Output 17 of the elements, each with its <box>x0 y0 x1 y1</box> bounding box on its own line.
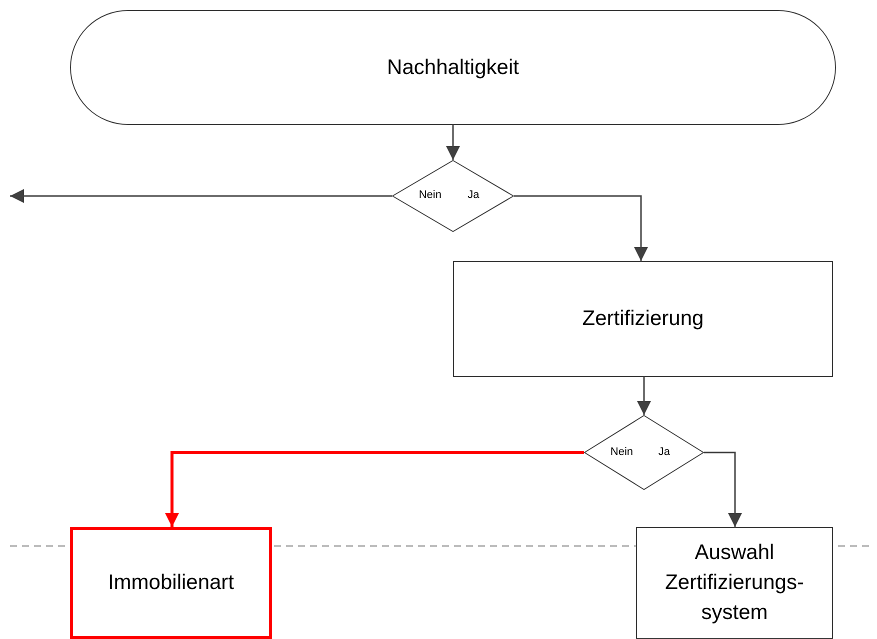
node-label: Zertifizierung <box>582 306 704 332</box>
process-box <box>70 527 272 639</box>
process-box <box>453 261 833 377</box>
arrow <box>446 125 460 160</box>
arrow <box>637 377 651 415</box>
arrow <box>704 452 742 527</box>
no-label: Nein <box>418 189 442 201</box>
arrow <box>165 451 584 527</box>
node-label: Nachhaltigkeit <box>387 54 519 80</box>
arrow <box>514 195 648 261</box>
process-box <box>636 527 833 639</box>
arrow <box>10 189 392 203</box>
no-label: Nein <box>610 446 634 458</box>
yes-label: Ja <box>468 189 480 201</box>
node-label: Immobilienart <box>108 570 234 596</box>
node-label: Auswahl Zertifizierungs-system <box>664 540 805 626</box>
yes-label: Ja <box>658 446 670 458</box>
